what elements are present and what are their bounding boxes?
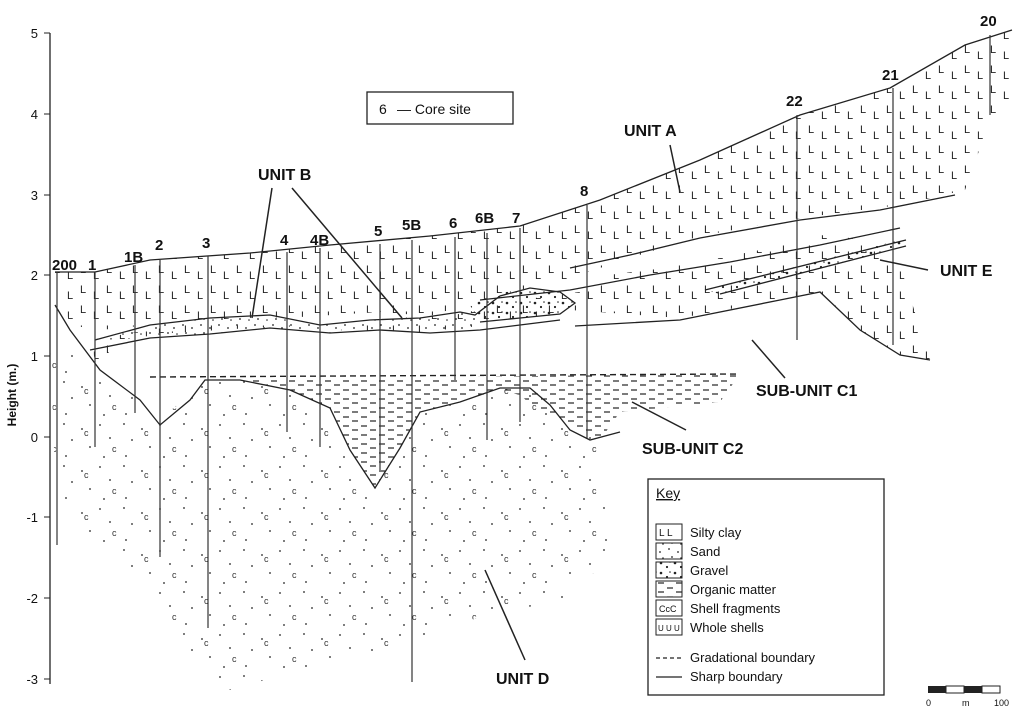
y-tick-5: 5: [31, 26, 38, 41]
unit-e-line: [704, 239, 907, 291]
key-label-silty-clay: Silty clay: [690, 525, 742, 540]
unit-b-fill: [95, 312, 475, 340]
unit-d-top-line: [54, 304, 621, 490]
y-tick-minus-2: -2: [26, 591, 38, 606]
key-label-sand: Sand: [690, 544, 720, 559]
core-site-legend-label: — Core site: [397, 101, 471, 117]
core-site-label-4b: 4B: [310, 232, 329, 249]
unit-b-label: UNIT B: [258, 167, 311, 184]
unit-labels: UNIT A UNIT B UNIT E SUB-UNIT C1 SUB-UNI…: [251, 123, 993, 688]
y-tick-2: 2: [31, 268, 38, 283]
unit-d-label: UNIT D: [496, 671, 549, 688]
unit-d-fill: [50, 325, 610, 690]
core-site-label-6b: 6B: [475, 210, 494, 227]
sub-unit-c2-fill: [160, 374, 740, 488]
core-site-label-5: 5: [374, 223, 382, 240]
key-swatch-silty-clay: [655, 523, 683, 541]
y-tick-minus-3: -3: [26, 672, 38, 687]
ground-surface-line: [55, 29, 1013, 273]
unit-e-line-lower: [719, 245, 907, 295]
sub-unit-c1-label: SUB-UNIT C1: [756, 383, 857, 400]
key-swatch-sand: [655, 542, 683, 560]
key-swatch-shell-fragments-symbol: CcC: [659, 604, 677, 614]
core-site-label-8: 8: [580, 183, 588, 200]
sub-unit-c2-label: SUB-UNIT C2: [642, 441, 743, 458]
y-tick-4: 4: [31, 107, 38, 122]
y-tick-3: 3: [31, 188, 38, 203]
core-site-label-1: 1: [88, 257, 96, 274]
key-swatch-silty-clay-symbol: L L: [659, 528, 673, 539]
key-label-shell-fragments: Shell fragments: [690, 601, 781, 616]
unit-a-fill: [55, 30, 1012, 330]
core-site-label-4: 4: [280, 232, 289, 249]
unit-a-label: UNIT A: [624, 123, 677, 140]
unit-b-base-line: [89, 319, 561, 351]
core-site-label-3: 3: [202, 235, 210, 252]
y-axis: 5 4 3 2 1 0 -1 -2 -3 Height (m.): [5, 26, 51, 687]
key-swatch-whole-shells-symbol: U U U: [658, 624, 680, 633]
key-legend: Key L L CcC U U U Silty clay Sand Gravel…: [647, 478, 885, 696]
core-site-label-200: 200: [52, 257, 77, 274]
core-site-label-1b: 1B: [124, 249, 143, 266]
y-tick-minus-1: -1: [26, 510, 38, 525]
core-site-labels: 200 1 1B 2 3 4 4B 5 5B 6 6B 7 8 22 21 20: [52, 13, 997, 274]
y-tick-0: 0: [31, 430, 38, 445]
scale-bar-unit: m: [962, 698, 970, 708]
y-axis-label: Height (m.): [5, 364, 19, 427]
key-label-sharp: Sharp boundary: [690, 669, 783, 684]
unit-e-label: UNIT E: [940, 263, 993, 280]
core-site-label-7: 7: [512, 210, 520, 227]
core-site-legend: 6 — Core site: [366, 91, 514, 125]
key-swatch-organic: [655, 580, 683, 598]
scale-bar-end: 100: [994, 698, 1009, 708]
gradational-boundary-line: [149, 373, 741, 378]
scale-bar-start: 0: [926, 698, 931, 708]
key-swatch-shell-fragments: [655, 599, 683, 617]
core-site-label-2: 2: [155, 237, 163, 254]
sub-unit-c1-base-line: [574, 291, 931, 361]
unit-e-fill: [705, 240, 906, 294]
scale-bar: 0 m 100: [926, 685, 1009, 708]
key-label-organic: Organic matter: [690, 582, 777, 597]
core-site-label-5b: 5B: [402, 217, 421, 234]
core-site-label-6: 6: [449, 215, 457, 232]
key-label-gravel: Gravel: [690, 563, 728, 578]
core-site-legend-number: 6: [379, 101, 387, 117]
core-site-label-22: 22: [786, 93, 803, 110]
key-title: Key: [656, 485, 680, 501]
key-label-gradational: Gradational boundary: [690, 650, 816, 665]
key-swatch-whole-shells: [655, 618, 683, 636]
core-site-label-21: 21: [882, 67, 899, 84]
y-tick-1: 1: [31, 349, 38, 364]
gravel-lens-fill: [470, 288, 575, 322]
unit-b-top-line: [94, 287, 577, 341]
key-swatch-gravel: [655, 561, 683, 579]
core-site-label-20: 20: [980, 13, 997, 30]
key-label-whole-shells: Whole shells: [690, 620, 764, 635]
